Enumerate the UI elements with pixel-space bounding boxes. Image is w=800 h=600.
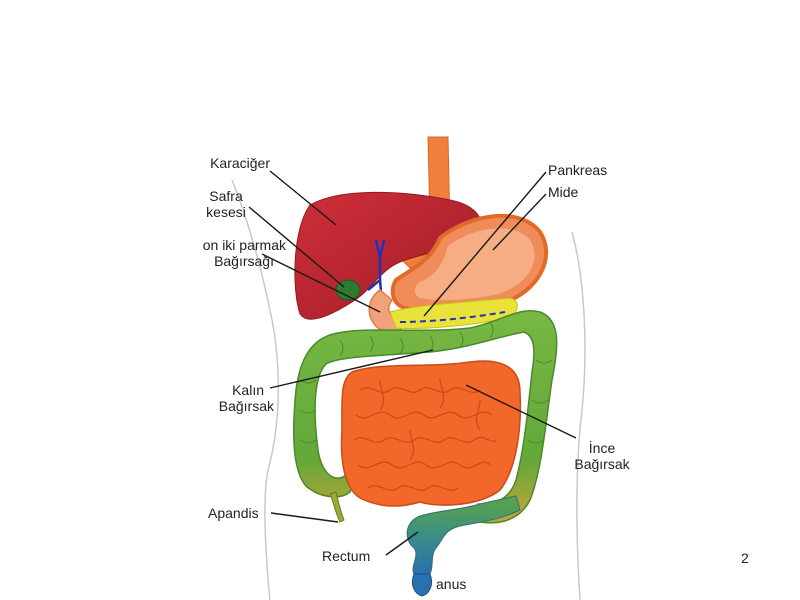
label-stomach: Mide bbox=[548, 184, 578, 200]
anus bbox=[412, 574, 431, 596]
label-small-intestine-line2: Bağırsak bbox=[566, 456, 638, 472]
label-large-intestine-line1: Kalın bbox=[200, 382, 264, 398]
label-large-intestine-line2: Bağırsak bbox=[200, 398, 274, 414]
label-pancreas: Pankreas bbox=[548, 162, 607, 178]
label-anus: anus bbox=[436, 576, 466, 592]
rectum bbox=[407, 496, 520, 574]
slide-number: 2 bbox=[741, 550, 749, 566]
label-gallbladder-line2: kesesi bbox=[196, 204, 256, 220]
label-rectum: Rectum bbox=[322, 548, 370, 564]
label-duodenum-line2: Bağırsağı bbox=[160, 253, 274, 269]
label-small-intestine-line1: İnce bbox=[566, 440, 638, 456]
label-gallbladder-line1: Safra bbox=[196, 188, 256, 204]
small-intestine bbox=[342, 361, 521, 506]
label-duodenum-line1: on iki parmak bbox=[160, 237, 286, 253]
label-liver: Karaciğer bbox=[206, 155, 270, 171]
label-appendix: Apandis bbox=[208, 505, 259, 521]
